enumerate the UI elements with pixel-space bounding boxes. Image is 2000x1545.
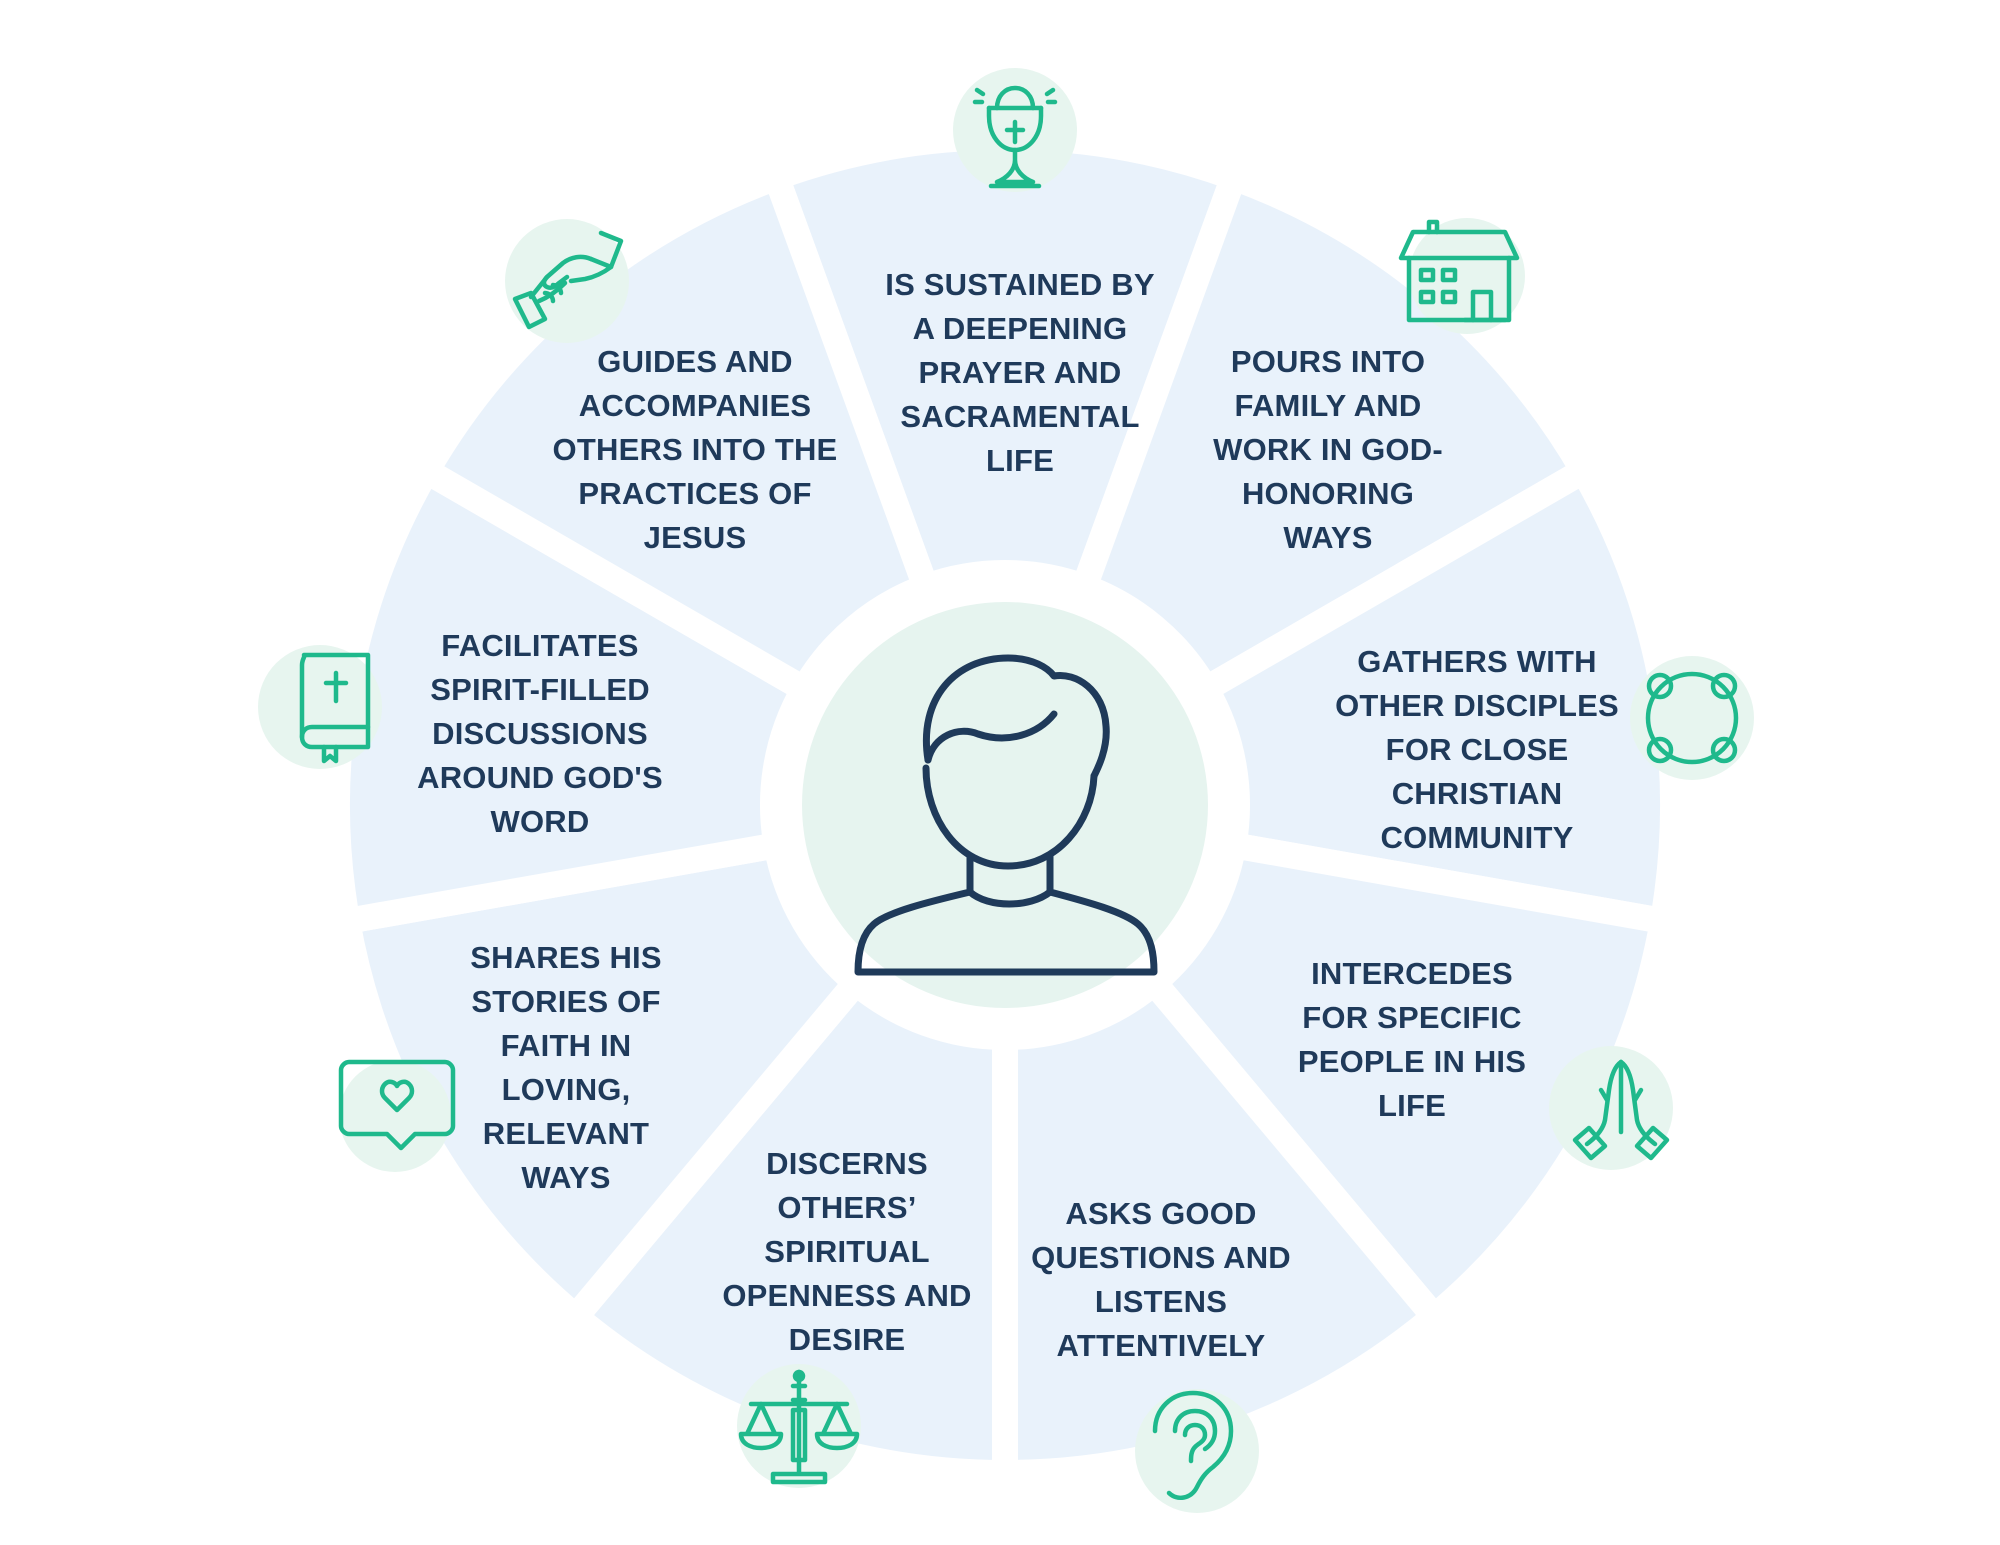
segment-7 xyxy=(332,830,875,1336)
segment-8 xyxy=(324,453,822,937)
segment-5 xyxy=(992,964,1453,1487)
segment-label-4: INTERCEDES FOR SPECIFIC PEOPLE IN HIS LI… xyxy=(1297,956,1527,1123)
helping-hand-icon xyxy=(505,219,629,343)
segment-label-6: DISCERNS OTHERS’ SPIRITUAL OPENNESS AND … xyxy=(722,1146,972,1357)
segment-label-3: GATHERS WITH OTHER DISCIPLES FOR CLOSE C… xyxy=(1335,644,1619,855)
community-circle-icon xyxy=(1630,656,1754,780)
ear-icon xyxy=(1135,1389,1259,1513)
person-icon xyxy=(854,654,1158,976)
house-icon xyxy=(1395,210,1525,334)
scales-icon xyxy=(737,1364,861,1488)
segment-6 xyxy=(557,964,1018,1487)
segment-label-2: POURS INTO FAMILY AND WORK IN GOD- HONOR… xyxy=(1213,344,1443,555)
segment-label-1: IS SUSTAINED BY A DEEPENING PRAYER AND S… xyxy=(885,267,1155,478)
segment-9 xyxy=(408,160,943,707)
bible-icon xyxy=(258,645,394,769)
segment-label-9: GUIDES AND ACCOMPANIES OTHERS INTO THE P… xyxy=(552,344,838,555)
segment-label-5: ASKS GOOD QUESTIONS AND LISTENS ATTENTIV… xyxy=(1031,1196,1291,1363)
segment-2 xyxy=(1067,160,1602,707)
segment-4 xyxy=(1135,830,1678,1336)
heart-speech-bubble-icon xyxy=(335,1048,459,1172)
chalice-icon xyxy=(953,68,1077,192)
segment-label-7: SHARES HIS STORIES OF FAITH IN LOVING, R… xyxy=(470,940,662,1195)
segment-label-8: FACILITATES SPIRIT-FILLED DISCUSSIONS AR… xyxy=(417,628,663,839)
segment-3 xyxy=(1188,453,1686,937)
praying-hands-icon xyxy=(1549,1046,1685,1176)
